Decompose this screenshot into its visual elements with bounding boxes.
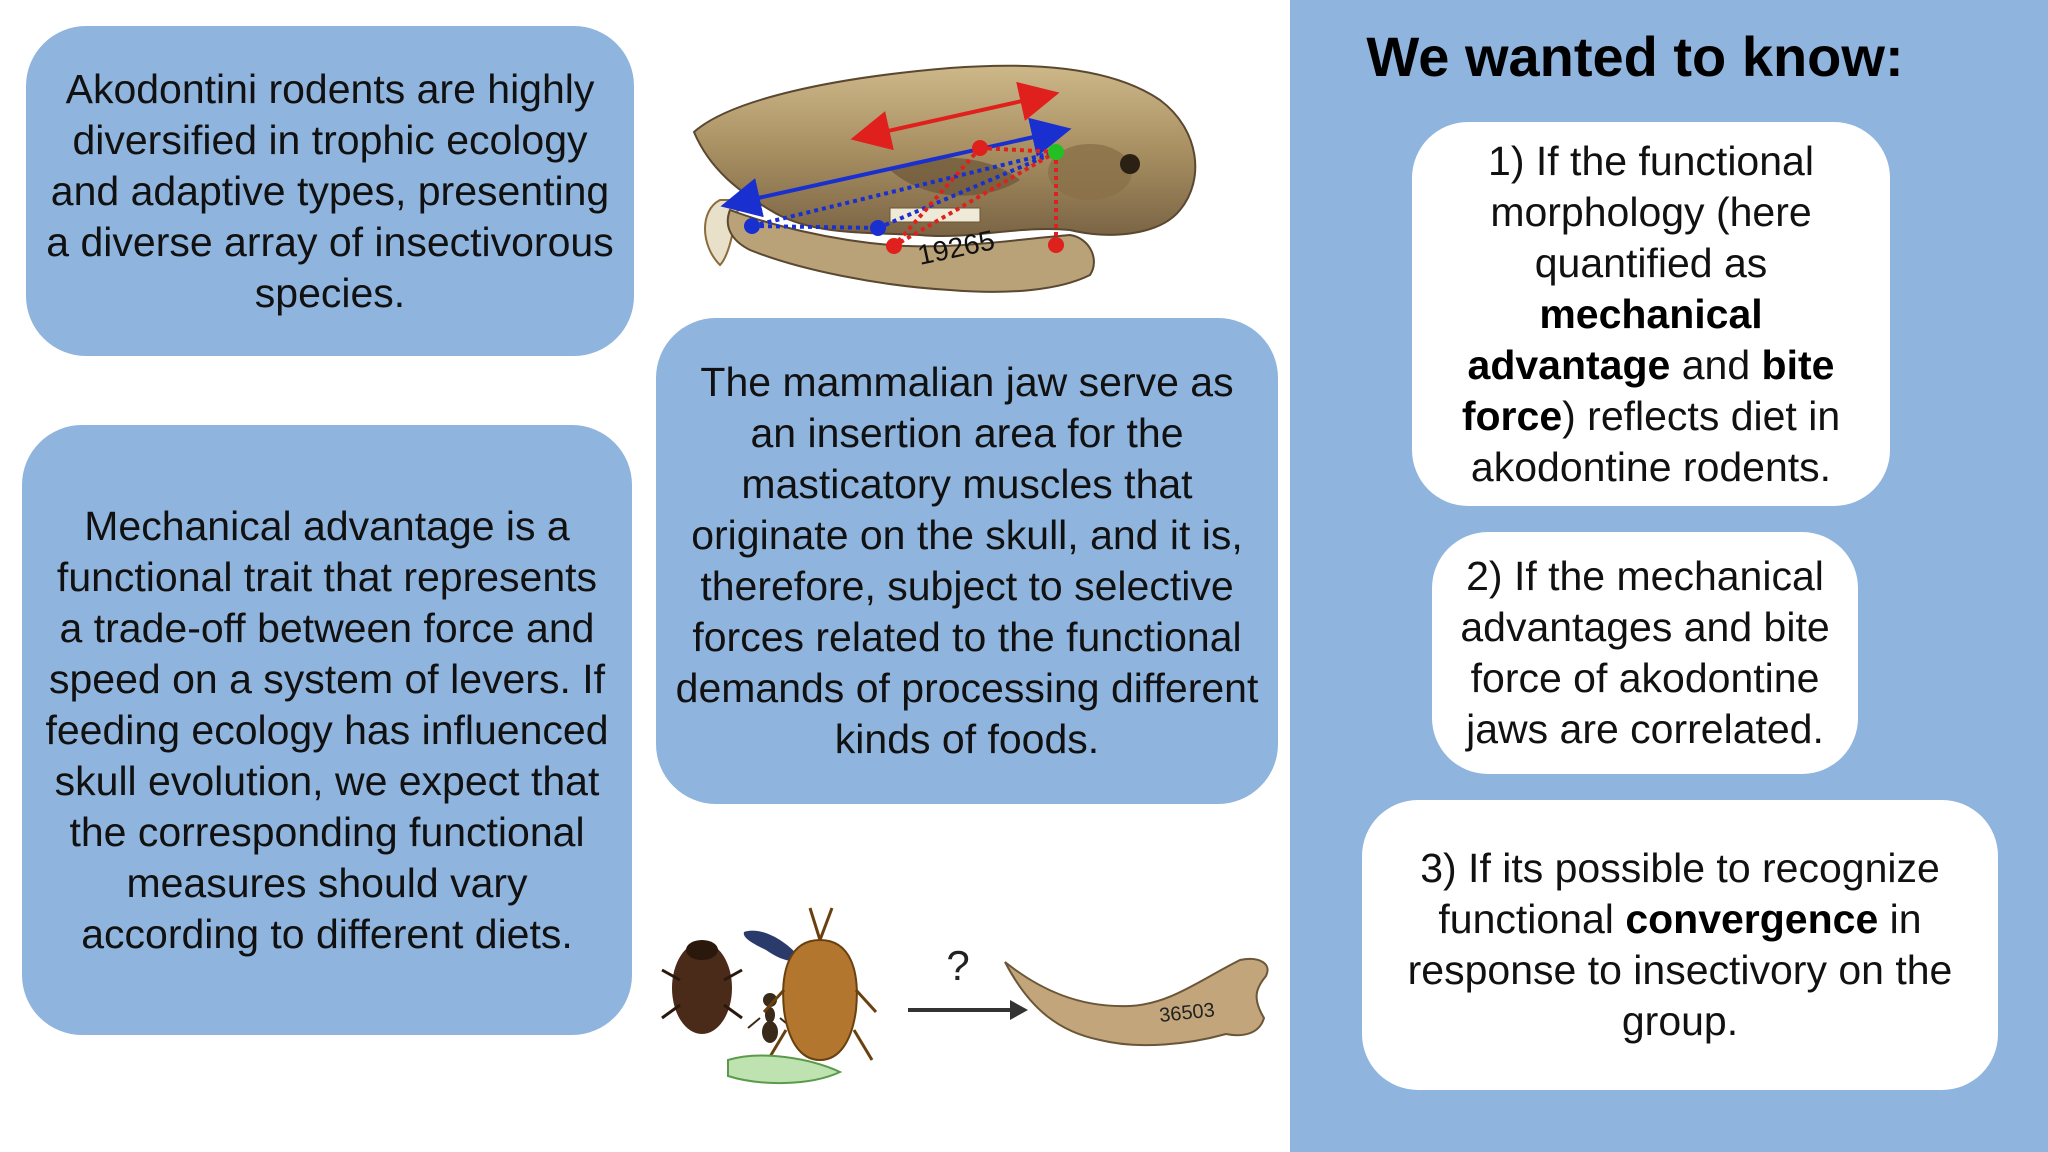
intro-text: Akodontini rodents are highly diversifie… bbox=[46, 65, 614, 316]
assassin-bug-icon bbox=[762, 907, 878, 1062]
intro-box: Akodontini rodents are highly diversifie… bbox=[26, 26, 634, 356]
lever-point-red-lower bbox=[886, 238, 902, 254]
question-2-text: 2) If the mechanical advantages and bite… bbox=[1460, 553, 1830, 752]
lever-point-red-upper bbox=[972, 140, 988, 156]
question-mark: ? bbox=[946, 942, 969, 989]
arrow-right-icon bbox=[908, 1000, 1028, 1020]
lever-point-blue-incisor bbox=[744, 218, 760, 234]
insect-diet-illustration: ? 36503 bbox=[661, 907, 1269, 1085]
question-1-text: 1) If the functional morphology (here qu… bbox=[1461, 137, 1841, 490]
mechanical-advantage-box: Mechanical advantage is a functional tra… bbox=[22, 425, 632, 1035]
jaw-function-text: The mammalian jaw serve as an insertion … bbox=[675, 359, 1259, 762]
lever-point-green-condyle bbox=[1048, 144, 1064, 160]
lever-point-blue-molar bbox=[870, 220, 886, 236]
mandible-icon: 36503 bbox=[1004, 958, 1269, 1047]
skull-mandible bbox=[726, 208, 1095, 293]
question-3-box: 3) If its possible to recognize function… bbox=[1362, 800, 1998, 1090]
question-3-text: 3) If its possible to recognize function… bbox=[1407, 845, 1953, 1044]
skull-lever-diagram: 19265 bbox=[692, 64, 1197, 293]
cockroach-icon bbox=[661, 940, 743, 1034]
jaw-function-box: The mammalian jaw serve as an insertion … bbox=[656, 318, 1278, 804]
larva-icon bbox=[743, 930, 800, 961]
question-2-box: 2) If the mechanical advantages and bite… bbox=[1432, 532, 1858, 774]
leafhopper-icon bbox=[727, 1054, 843, 1085]
question-1-box: 1) If the functional morphology (here qu… bbox=[1412, 122, 1890, 506]
lever-point-red-angle bbox=[1048, 237, 1064, 253]
mechanical-advantage-text: Mechanical advantage is a functional tra… bbox=[45, 502, 609, 957]
panel-title: We wanted to know: bbox=[1366, 25, 1904, 88]
